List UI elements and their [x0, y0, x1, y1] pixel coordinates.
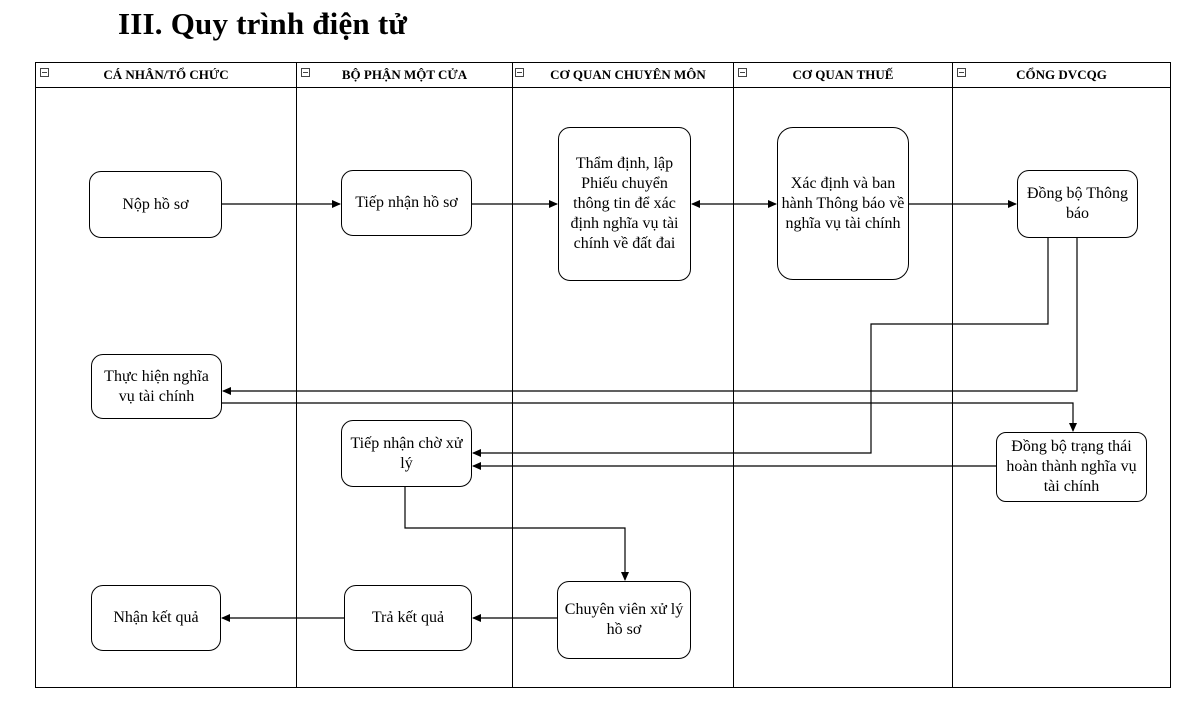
lane-header[interactable]: CỔNG DVCQG — [953, 63, 1170, 88]
node-nop-ho-so[interactable]: Nộp hồ sơ — [89, 171, 222, 238]
collapse-icon[interactable] — [301, 68, 310, 77]
node-dong-bo-trang-thai[interactable]: Đồng bộ trạng thái hoàn thành nghĩa vụ t… — [996, 432, 1147, 502]
lane-header[interactable]: CƠ QUAN CHUYÊN MÔN — [513, 63, 733, 88]
lane-header[interactable]: CÁ NHÂN/TỔ CHỨC — [36, 63, 296, 88]
node-tra-ket-qua[interactable]: Trả kết quả — [344, 585, 472, 651]
lane-title: CƠ QUAN CHUYÊN MÔN — [550, 67, 706, 82]
collapse-icon[interactable] — [738, 68, 747, 77]
node-tham-dinh[interactable]: Thẩm định, lập Phiếu chuyển thông tin để… — [558, 127, 691, 281]
lane-title: BỘ PHẬN MỘT CỬA — [341, 67, 468, 82]
node-thuc-hien-nghia-vu[interactable]: Thực hiện nghĩa vụ tài chính — [91, 354, 222, 419]
lane-cong-dvcqg: CỔNG DVCQG — [953, 63, 1170, 689]
lane-header[interactable]: CƠ QUAN THUẾ — [734, 63, 952, 88]
cut-off-text-fragment — [290, 698, 450, 712]
lane-title: CÁ NHÂN/TỔ CHỨC — [103, 67, 229, 82]
node-tiep-nhan-ho-so[interactable]: Tiếp nhận hồ sơ — [341, 170, 472, 236]
node-dong-bo-thong-bao[interactable]: Đồng bộ Thông báo — [1017, 170, 1138, 238]
collapse-icon[interactable] — [40, 68, 49, 77]
lane-title: CỔNG DVCQG — [1016, 67, 1107, 82]
lane-title: CƠ QUAN THUẾ — [792, 67, 894, 82]
node-nhan-ket-qua[interactable]: Nhận kết quả — [91, 585, 221, 651]
page-title: III. Quy trình điện tử — [118, 6, 408, 41]
node-chuyen-vien[interactable]: Chuyên viên xử lý hồ sơ — [557, 581, 691, 659]
node-xac-dinh-thong-bao[interactable]: Xác định và ban hành Thông báo về nghĩa … — [777, 127, 909, 280]
lane-header[interactable]: BỘ PHẬN MỘT CỬA — [297, 63, 512, 88]
node-tiep-nhan-cho-xu-ly[interactable]: Tiếp nhận chờ xử lý — [341, 420, 472, 487]
collapse-icon[interactable] — [957, 68, 966, 77]
collapse-icon[interactable] — [515, 68, 524, 77]
